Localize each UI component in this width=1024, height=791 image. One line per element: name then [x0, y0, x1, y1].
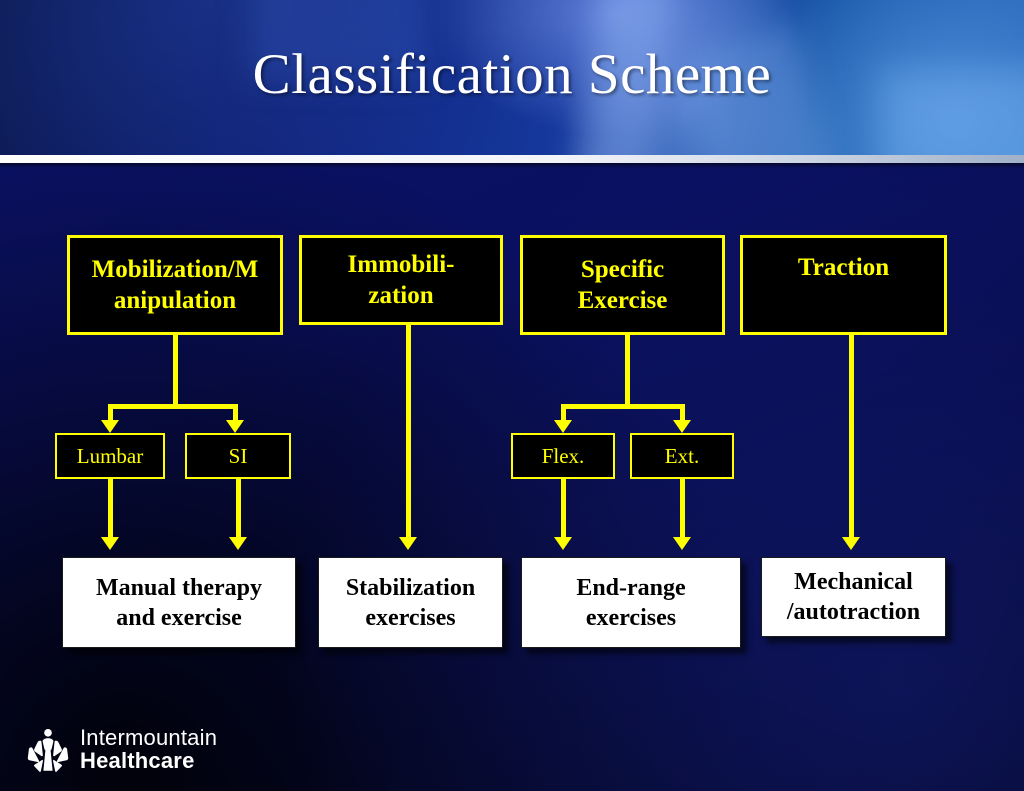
node-label-line2: and exercise	[116, 604, 242, 631]
node-label-line2: zation	[368, 282, 434, 309]
node-stabilization-exercises[interactable]: Stabilization exercises	[318, 557, 503, 648]
node-label-line2: exercises	[585, 604, 677, 631]
node-label-line1: Immobili-	[347, 251, 455, 278]
connector-mobilization-bus	[108, 404, 238, 409]
connector-lumbar-to-manual-therapy	[108, 479, 113, 539]
node-label-line1: Mechanical	[794, 569, 913, 595]
slide-header-banner	[0, 0, 1024, 155]
node-label: Flex.	[541, 444, 585, 468]
node-label-line1: Stabilization	[345, 574, 476, 601]
connector-specific-exercise-bus	[561, 404, 685, 409]
node-immobilization[interactable]: Immobili- zation	[299, 235, 503, 325]
connector-specific-exercise-to-flex	[561, 404, 566, 422]
node-mechanical-autotraction[interactable]: Mechanical /autotraction	[761, 557, 946, 637]
node-label-line1: End-range	[576, 574, 686, 601]
connector-ext-to-end-range	[680, 479, 685, 539]
connector-mobilization-to-si	[233, 404, 238, 422]
node-specific-exercise[interactable]: Specific Exercise	[520, 235, 725, 335]
node-lumbar[interactable]: Lumbar	[55, 433, 165, 479]
node-label-line2: exercises	[365, 604, 456, 631]
node-label: SI	[228, 444, 248, 468]
intermountain-healthcare-logo: Intermountain Healthcare	[22, 722, 252, 778]
node-label-line1: Specific	[580, 256, 665, 283]
connector-mobilization-to-lumbar	[108, 404, 113, 422]
node-label-line1: Manual therapy	[95, 574, 262, 601]
banner-light-streak	[880, 70, 1024, 155]
node-ext[interactable]: Ext.	[630, 433, 734, 479]
logo-wordmark: Intermountain Healthcare	[80, 725, 218, 773]
node-label-line1: Traction	[797, 254, 890, 281]
node-label-line1: Mobilization/M	[91, 256, 259, 283]
node-traction[interactable]: Traction	[740, 235, 947, 335]
connector-flex-to-end-range	[561, 479, 566, 539]
arrowhead-lumbar-to-manual-therapy	[101, 537, 119, 550]
intermountain-logo-mark	[27, 729, 69, 772]
arrowhead-to-flex	[554, 420, 572, 433]
node-label-line2: Exercise	[577, 287, 668, 314]
connector-si-to-manual-therapy	[236, 479, 241, 539]
node-mobilization-manipulation[interactable]: Mobilization/M anipulation	[67, 235, 283, 335]
arrowhead-ext-to-end-range	[673, 537, 691, 550]
logo-wordmark-line2: Healthcare	[80, 748, 195, 773]
node-manual-therapy-and-exercise[interactable]: Manual therapy and exercise	[62, 557, 296, 648]
arrowhead-flex-to-end-range	[554, 537, 572, 550]
connector-immobilization-to-stabilization	[406, 325, 411, 539]
arrowhead-immobilization-to-stabilization	[399, 537, 417, 550]
connector-specific-exercise-to-ext	[680, 404, 685, 422]
header-divider-rule	[0, 155, 1024, 163]
node-label-line2: anipulation	[113, 287, 237, 314]
node-label: Ext.	[664, 444, 700, 468]
node-flex[interactable]: Flex.	[511, 433, 615, 479]
node-end-range-exercises[interactable]: End-range exercises	[521, 557, 741, 648]
arrowhead-to-si	[226, 420, 244, 433]
node-si[interactable]: SI	[185, 433, 291, 479]
node-label-line2: /autotraction	[786, 599, 921, 625]
arrowhead-to-ext	[673, 420, 691, 433]
logo-wordmark-line1: Intermountain	[80, 725, 218, 751]
banner-light-streak	[250, 0, 430, 80]
header-divider-shadow	[0, 163, 1024, 168]
arrowhead-si-to-manual-therapy	[229, 537, 247, 550]
connector-specific-exercise-stem	[625, 335, 630, 408]
node-label: Lumbar	[76, 444, 144, 468]
page-title: Classification Scheme	[252, 43, 772, 106]
arrowhead-to-lumbar	[101, 420, 119, 433]
connector-mobilization-stem	[173, 335, 178, 408]
connector-traction-to-mechanical	[849, 335, 854, 539]
arrowhead-traction-to-mechanical	[842, 537, 860, 550]
